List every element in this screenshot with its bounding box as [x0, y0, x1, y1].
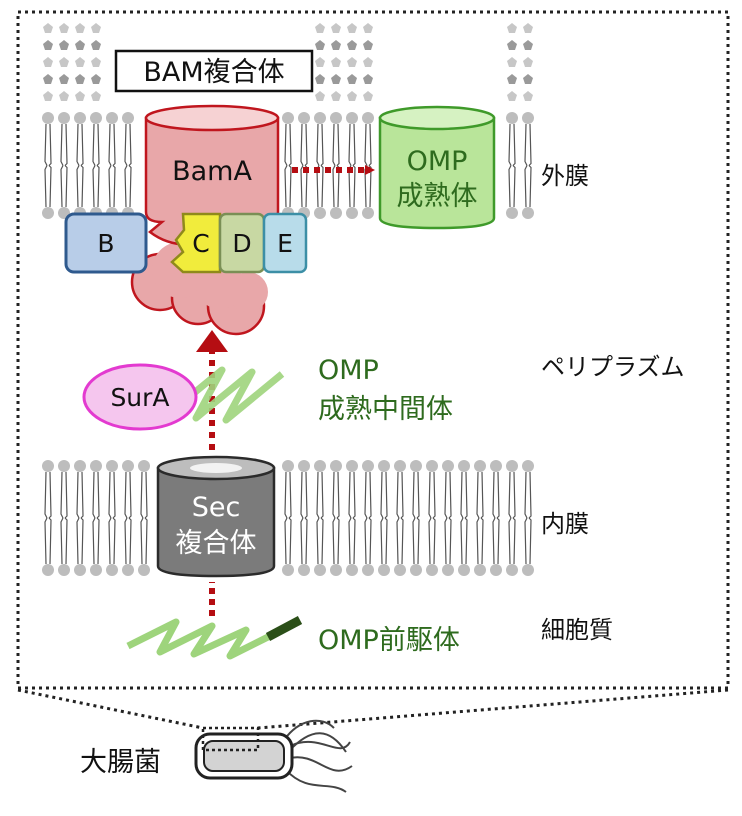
sec-complex: Sec 複合体	[156, 455, 276, 578]
signal-sequence	[265, 616, 303, 641]
zoom-line-left	[17, 688, 204, 730]
bam-complex-label: BAM複合体	[114, 49, 314, 93]
omp-mature-label-line2: 成熟体	[397, 181, 478, 212]
bamB-label: B	[97, 229, 114, 258]
zoom-source-box	[201, 726, 260, 752]
bam-complex-label-text: BAM複合体	[143, 57, 284, 88]
sec-label-line1: Sec	[192, 492, 241, 523]
bamD-label: D	[232, 229, 251, 258]
bamC-label: C	[192, 229, 209, 258]
bamA-label: BamA	[172, 156, 252, 187]
inner-membrane-label: 内膜	[541, 510, 589, 538]
zoom-line-right	[257, 688, 729, 730]
outer-membrane-lipids	[42, 23, 534, 219]
organism-label: 大腸菌	[80, 747, 161, 778]
bamB: B	[64, 212, 148, 274]
omp-mature-barrel: OMP 成熟体	[378, 105, 496, 230]
transport-arrowhead	[196, 330, 228, 352]
cytoplasm-label: 細胞質	[541, 616, 613, 644]
inner-membrane-lipids	[42, 460, 534, 576]
omp-intermediate-label-line1: OMP	[318, 355, 379, 386]
bamD: D	[218, 212, 266, 274]
omp-intermediate-label-line2: 成熟中間体	[318, 394, 453, 425]
periplasm-label: ペリプラズム	[541, 353, 685, 381]
ecoli-cell	[194, 719, 353, 793]
omp-precursor-label: OMP前駆体	[318, 625, 460, 656]
outer-membrane-label: 外膜	[541, 162, 589, 190]
sec-label-line2: 複合体	[176, 528, 257, 559]
bamE: E	[262, 212, 308, 274]
omp-intermediate-chain	[163, 366, 285, 424]
omp-precursor-chain	[126, 618, 272, 660]
omp-mature-label-line1: OMP	[407, 146, 468, 177]
bamE-label: E	[277, 229, 293, 258]
surA-chaperone: SurA	[82, 363, 198, 431]
surA-label: SurA	[110, 383, 169, 412]
